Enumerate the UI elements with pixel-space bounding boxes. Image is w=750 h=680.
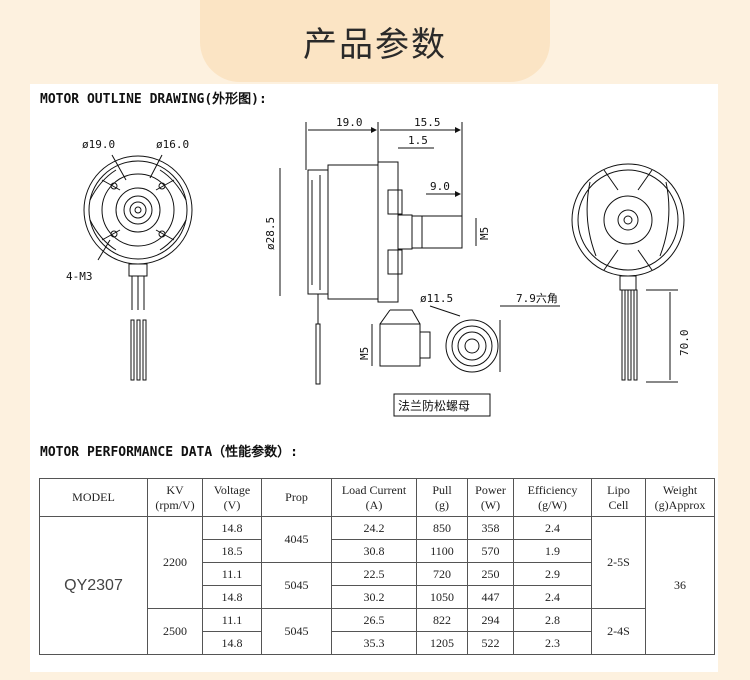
col-efficiency: Efficiency(g/W) xyxy=(513,478,592,517)
current-cell: 30.2 xyxy=(331,585,417,609)
weight-cell: 36 xyxy=(645,516,715,655)
power-cell: 522 xyxy=(467,631,514,655)
efficiency-cell: 1.9 xyxy=(513,539,592,563)
motor-outline-drawing: ø19.0 ø16.0 4-M3 19.0 15.5 1.5 9.0 ø28.5… xyxy=(66,116,691,417)
performance-table: MODEL KV(rpm/V) Voltage(V) Prop Load Cur… xyxy=(39,478,715,655)
voltage-cell: 18.5 xyxy=(202,539,262,563)
current-cell: 30.8 xyxy=(331,539,417,563)
voltage-cell: 11.1 xyxy=(202,608,262,632)
kv-cell: 2200 xyxy=(147,516,203,609)
col-weight: Weight(g)Approx xyxy=(645,478,715,517)
efficiency-cell: 2.4 xyxy=(513,585,592,609)
model-cell: QY2307 xyxy=(39,516,148,655)
dim-nut-hex: 7.9六角 xyxy=(516,292,558,305)
current-cell: 35.3 xyxy=(331,631,417,655)
dim-nut-d: ø11.5 xyxy=(420,292,453,305)
pull-cell: 822 xyxy=(416,608,468,632)
power-cell: 250 xyxy=(467,562,514,586)
front-view xyxy=(83,154,193,381)
power-cell: 570 xyxy=(467,539,514,563)
efficiency-cell: 2.3 xyxy=(513,631,592,655)
flange-nut-view xyxy=(371,305,560,417)
header-row: MODEL KV(rpm/V) Voltage(V) Prop Load Cur… xyxy=(39,478,715,517)
col-model: MODEL xyxy=(39,478,148,517)
performance-section-title: MOTOR PERFORMANCE DATA（性能参数）: xyxy=(40,445,299,460)
nut-caption: 法兰防松螺母 xyxy=(398,398,470,413)
banner-title: 产品参数 xyxy=(303,24,447,65)
pull-cell: 850 xyxy=(416,516,468,540)
current-cell: 26.5 xyxy=(331,608,417,632)
pull-cell: 1050 xyxy=(416,585,468,609)
voltage-cell: 11.1 xyxy=(202,562,262,586)
prop-cell: 4045 xyxy=(261,516,332,563)
col-kv: KV(rpm/V) xyxy=(147,478,203,517)
dim-d16: ø16.0 xyxy=(156,138,189,151)
dim-m5: M5 xyxy=(478,227,491,240)
col-prop: Prop xyxy=(261,478,332,517)
table-row: 2500 11.1 5045 26.5 822 294 2.8 2-4S xyxy=(40,608,715,655)
dim-lead: 70.0 xyxy=(678,330,691,357)
current-cell: 22.5 xyxy=(331,562,417,586)
prop-cell: 5045 xyxy=(261,608,332,655)
lipo-cell: 2-4S xyxy=(591,608,646,655)
dim-d19: ø19.0 xyxy=(82,138,115,151)
kv-cell: 2500 xyxy=(147,608,203,655)
table-row: 14.8 35.3 1205 522 2.3 xyxy=(40,631,715,655)
efficiency-cell: 2.9 xyxy=(513,562,592,586)
dim-w19: 19.0 xyxy=(336,116,363,129)
spec-sheet: MOTOR OUTLINE DRAWING(外形图): xyxy=(30,84,718,672)
dim-w155: 15.5 xyxy=(414,116,441,129)
dim-d285: ø28.5 xyxy=(264,217,277,250)
side-view xyxy=(279,122,477,385)
current-cell: 24.2 xyxy=(331,516,417,540)
prop-cell: 5045 xyxy=(261,562,332,609)
col-pull: Pull(g) xyxy=(416,478,468,517)
efficiency-cell: 2.8 xyxy=(513,608,592,632)
lipo-cell: 2-5S xyxy=(591,516,646,609)
voltage-cell: 14.8 xyxy=(202,585,262,609)
voltage-cell: 14.8 xyxy=(202,631,262,655)
col-voltage: Voltage(V) xyxy=(202,478,262,517)
power-cell: 447 xyxy=(467,585,514,609)
efficiency-cell: 2.4 xyxy=(513,516,592,540)
dim-m3: 4-M3 xyxy=(66,270,93,283)
col-current: Load Current(A) xyxy=(331,478,417,517)
pull-cell: 1205 xyxy=(416,631,468,655)
back-view xyxy=(571,163,685,383)
dim-w15: 1.5 xyxy=(408,134,428,147)
table-row: QY2307 2200 14.8 4045 24.2 850 358 2.4 2… xyxy=(39,516,715,655)
title-banner: 产品参数 xyxy=(200,0,550,82)
power-cell: 358 xyxy=(467,516,514,540)
power-cell: 294 xyxy=(467,608,514,632)
table-row: 18.5 30.8 1100 570 1.9 xyxy=(40,539,715,563)
col-power: Power(W) xyxy=(467,478,514,517)
table-row: 11.1 5045 22.5 720 250 2.9 xyxy=(40,562,715,609)
pull-cell: 720 xyxy=(416,562,468,586)
dim-nut-m5: M5 xyxy=(358,347,371,360)
outline-section-title: MOTOR OUTLINE DRAWING(外形图): xyxy=(40,92,267,107)
voltage-cell: 14.8 xyxy=(202,516,262,540)
pull-cell: 1100 xyxy=(416,539,468,563)
dim-w9: 9.0 xyxy=(430,180,450,193)
